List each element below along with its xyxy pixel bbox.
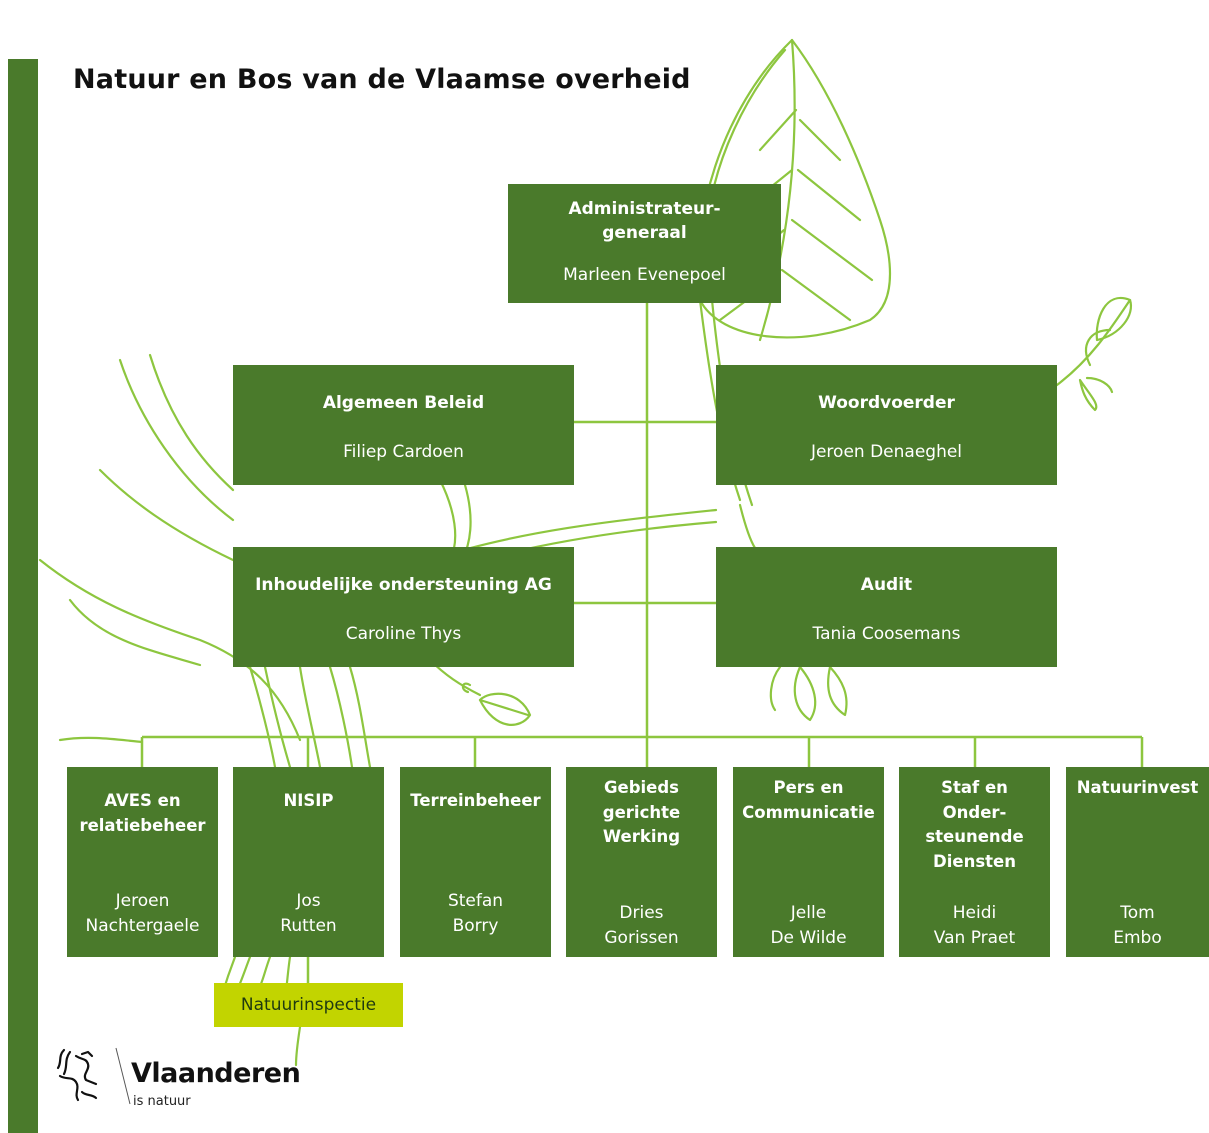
- box-person: Stefan Borry: [447, 891, 504, 936]
- logo-tagline: is natuur: [133, 1094, 191, 1109]
- box-title: Algemeen Beleid: [322, 393, 485, 413]
- box-person: Tania Coosemans: [812, 624, 961, 644]
- box-title: Inhoudelijke ondersteuning AG: [255, 575, 552, 595]
- box-title: AVES en relatiebeheer: [79, 791, 206, 835]
- page-title: Natuur en Bos van de Vlaamse overheid: [73, 64, 691, 95]
- box-person: Caroline Thys: [345, 624, 462, 644]
- box-administrateur-generaal: Administrateur- generaal Marleen Evenepo…: [508, 184, 781, 303]
- box-natuurinspectie: Natuurinspectie: [214, 983, 403, 1027]
- logo-wordmark: Vlaanderen: [131, 1058, 301, 1089]
- box-person: Jelle De Wilde: [770, 903, 847, 948]
- box-dept-gebiedsgerichte-werking: Gebieds gerichte Werking Dries Gorissen: [566, 767, 717, 957]
- small-leaf: [478, 692, 532, 726]
- box-inhoudelijke-ondersteuning: Inhoudelijke ondersteuning AG Caroline T…: [233, 547, 574, 667]
- box-dept-aves: AVES en relatiebeheer Jeroen Nachtergael…: [67, 767, 218, 957]
- trunk: [248, 665, 277, 769]
- box-dept-pers-communicatie: Pers en Communicatie Jelle De Wilde: [733, 767, 884, 957]
- box-dept-natuurinvest: Natuurinvest Tom Embo: [1066, 767, 1209, 957]
- box-person: Marleen Evenepoel: [563, 265, 726, 285]
- twig-right: [1055, 298, 1132, 387]
- box-algemeen-beleid: Algemeen Beleid Filiep Cardoen: [233, 365, 574, 485]
- box-title: Pers en Communicatie: [742, 778, 875, 822]
- box-person: Dries Gorissen: [604, 903, 679, 948]
- left-accent-bar: [8, 59, 38, 1133]
- box-person: Jeroen Nachtergaele: [85, 891, 200, 936]
- box-title: Natuurinvest: [1076, 778, 1199, 797]
- box-person: Filiep Cardoen: [343, 442, 464, 462]
- box-title: Administrateur- generaal: [568, 199, 721, 243]
- box-person: Tom Embo: [1113, 903, 1162, 948]
- box-dept-terreinbeheer: Terreinbeheer Stefan Borry: [400, 767, 551, 957]
- box-title: Gebieds gerichte Werking: [602, 778, 681, 846]
- box-person: Jeroen Denaeghel: [810, 442, 963, 462]
- box-dept-staf-ondersteunende-diensten: Staf en Onder- steunende Diensten Heidi …: [899, 767, 1050, 957]
- box-title: NISIP: [283, 791, 334, 810]
- box-woordvoerder: Woordvoerder Jeroen Denaeghel: [716, 365, 1057, 485]
- box-title: Audit: [860, 575, 913, 595]
- box-person: Jos Rutten: [280, 891, 337, 936]
- box-title: Woordvoerder: [818, 393, 955, 413]
- box-dept-nisip: NISIP Jos Rutten: [233, 767, 384, 957]
- box-person: Heidi Van Praet: [933, 903, 1016, 948]
- flemish-lion-icon: [56, 1047, 131, 1105]
- box-title: Staf en Onder- steunende Diensten: [925, 778, 1024, 871]
- box-audit: Audit Tania Coosemans: [716, 547, 1057, 667]
- box-title: Terreinbeheer: [410, 791, 541, 810]
